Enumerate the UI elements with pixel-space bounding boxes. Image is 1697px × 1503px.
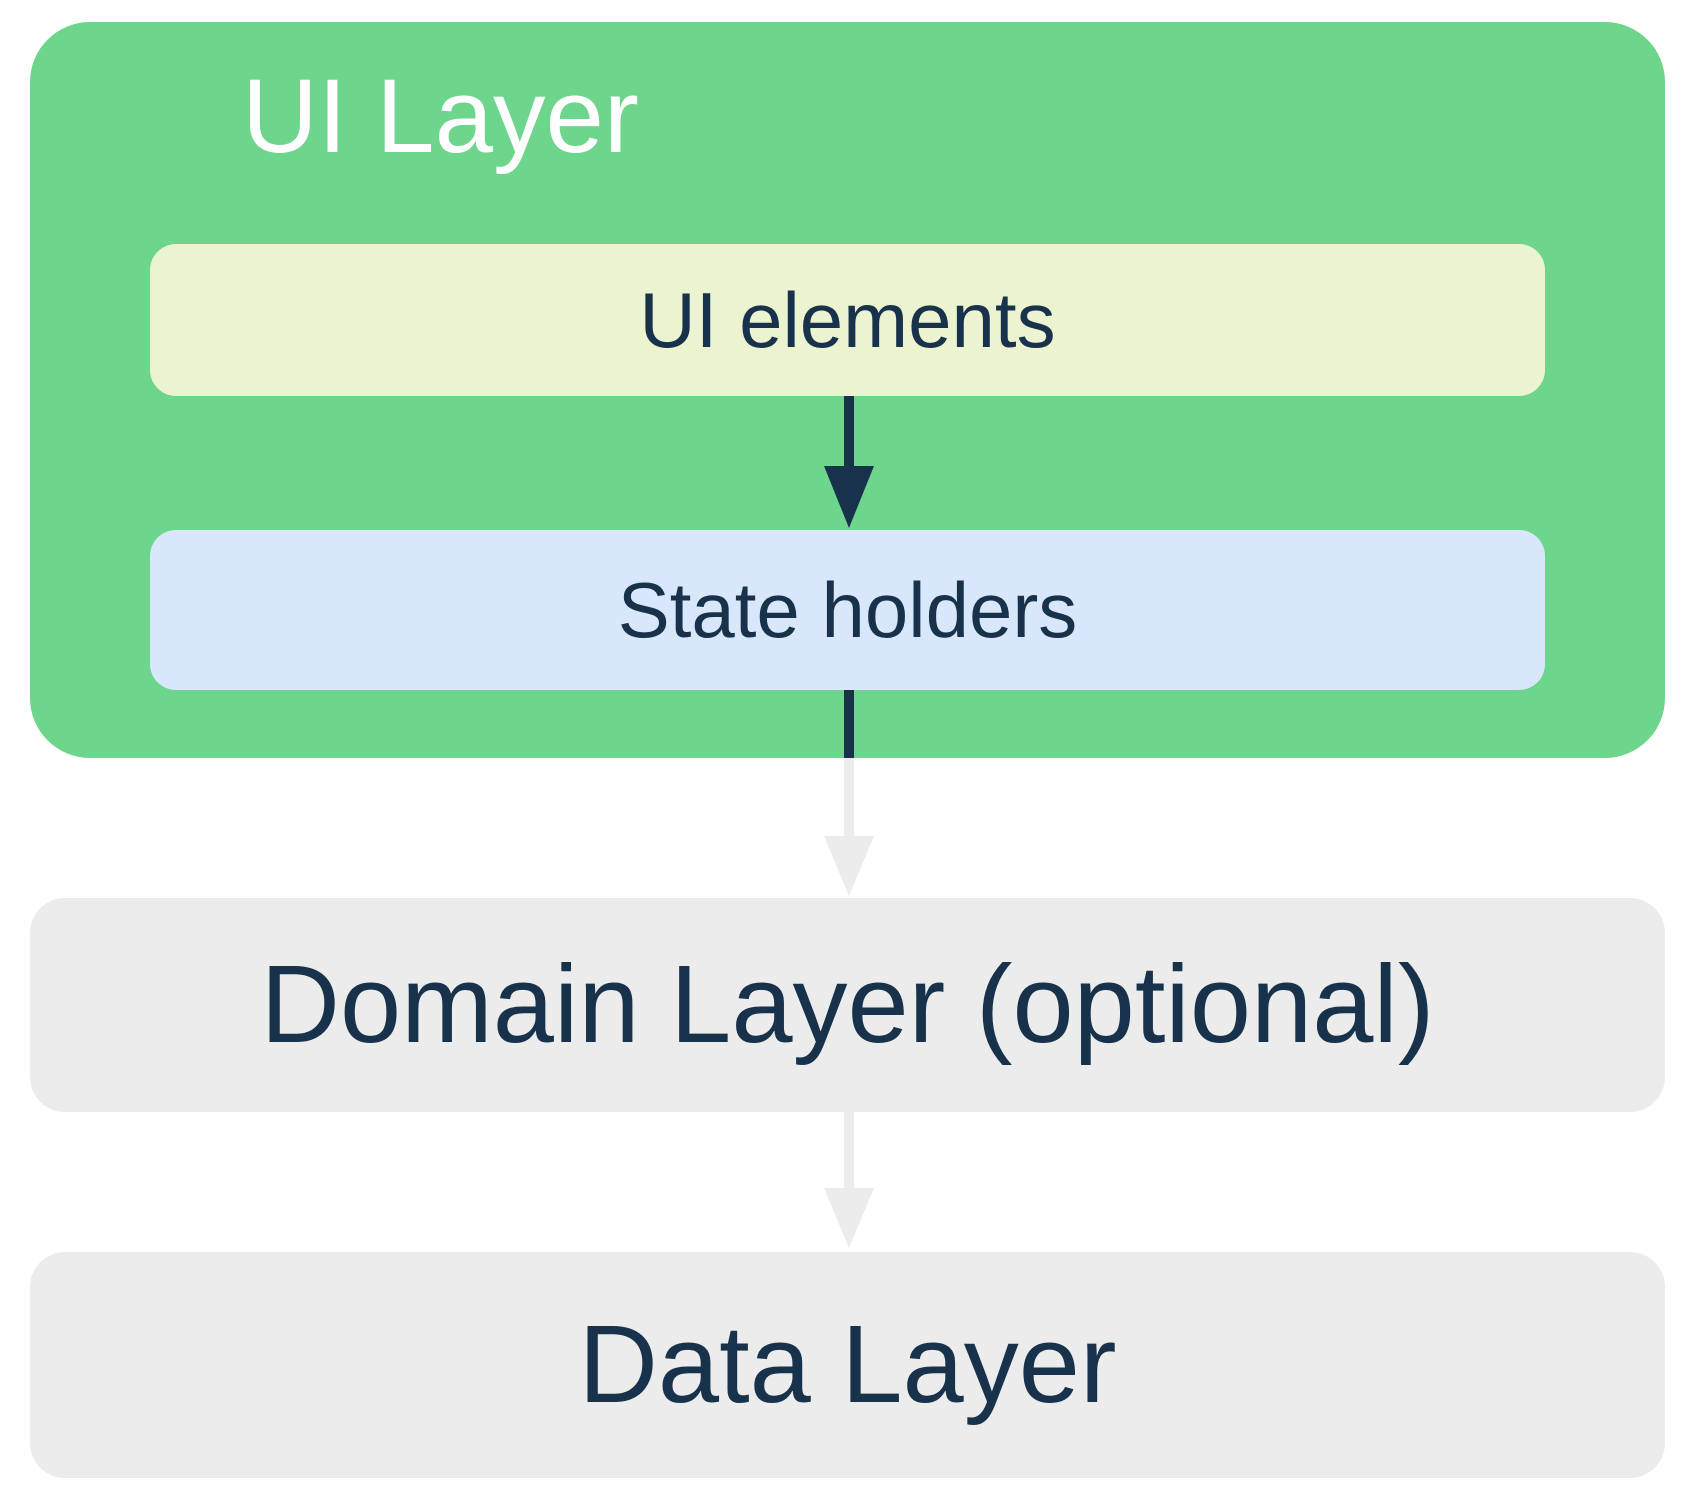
arrow-ui-elements-to-state-holders-shaft	[844, 396, 854, 470]
state-holders-label: State holders	[617, 566, 1078, 654]
ui-layer-title: UI Layer	[242, 58, 639, 175]
ui-elements-label: UI elements	[639, 276, 1056, 364]
ui-elements-box: UI elements	[150, 244, 1545, 396]
arrow-state-holders-to-domain-head-icon	[824, 836, 874, 896]
domain-layer-label: Domain Layer (optional)	[260, 943, 1435, 1066]
data-layer-box: Data Layer	[30, 1252, 1665, 1478]
arrow-domain-to-data-head-icon	[824, 1188, 874, 1248]
arrow-state-holders-to-domain-dark-shaft	[844, 690, 854, 758]
data-layer-label: Data Layer	[578, 1303, 1117, 1426]
state-holders-box: State holders	[150, 530, 1545, 690]
arrow-state-holders-to-domain-light-shaft	[844, 758, 854, 836]
arrow-domain-to-data-shaft	[844, 1112, 854, 1190]
domain-layer-box: Domain Layer (optional)	[30, 898, 1665, 1112]
arrow-ui-elements-to-state-holders-head-icon	[824, 466, 874, 528]
